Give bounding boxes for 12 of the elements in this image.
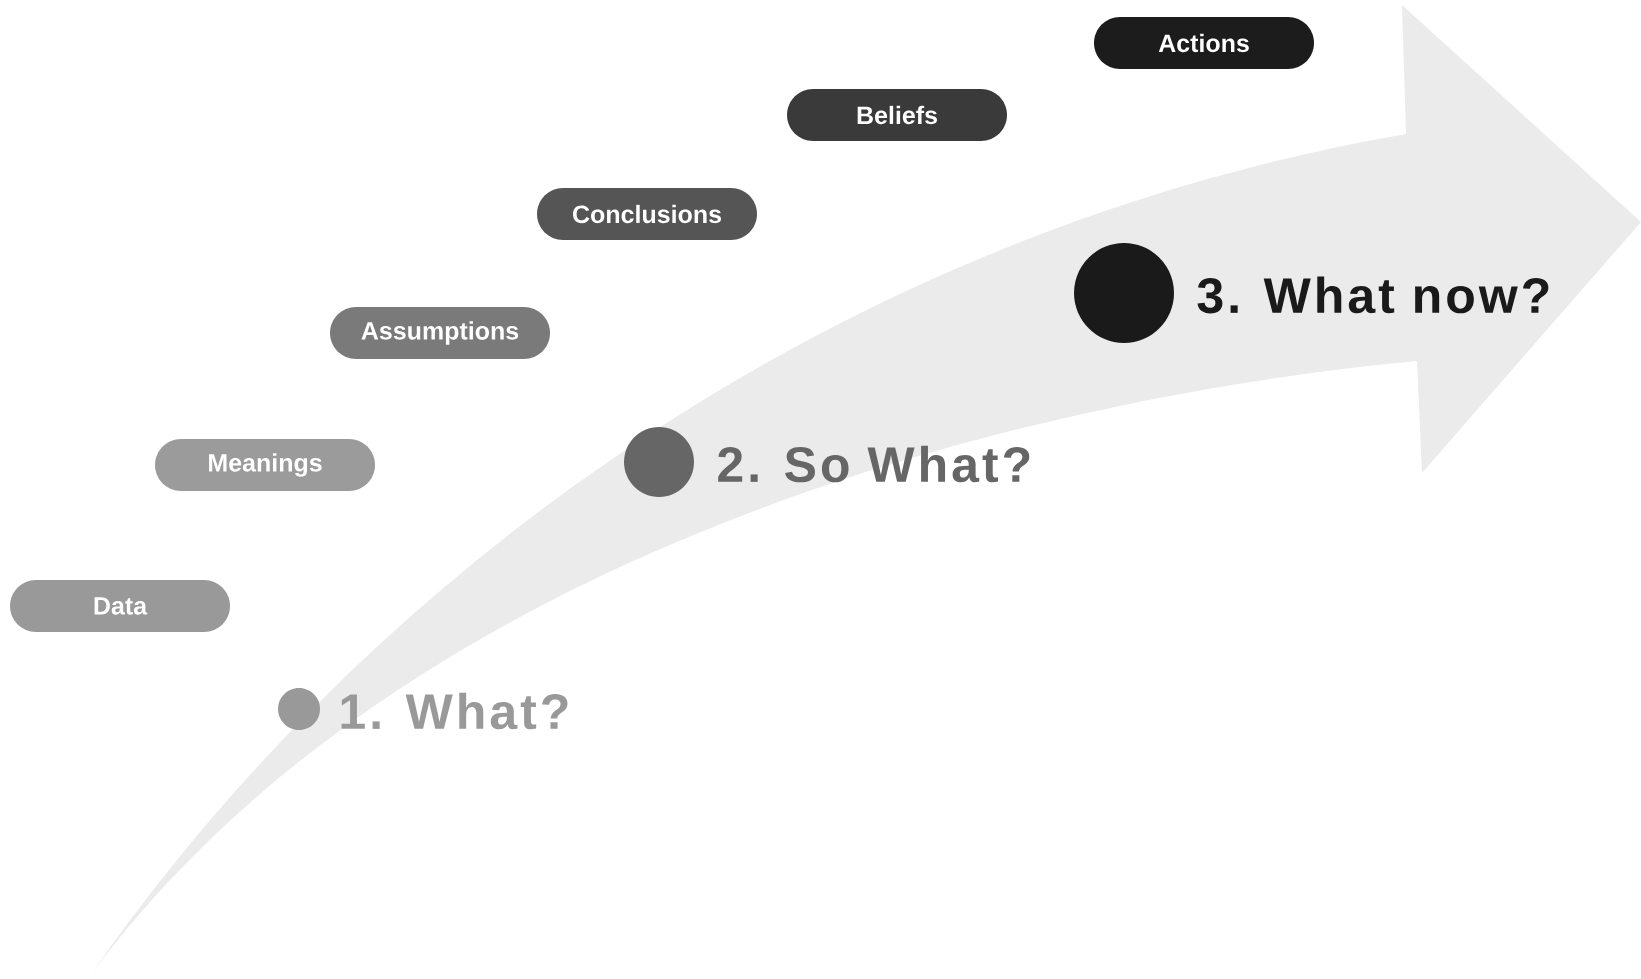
circle-marker <box>624 427 694 497</box>
circle-marker <box>1074 243 1174 343</box>
pill-box: Data <box>10 580 230 632</box>
stage-label: 2. So What? <box>718 445 1030 483</box>
pill-box: Beliefs <box>787 89 1007 141</box>
pill-box: Actions <box>1094 17 1314 69</box>
pill-box: Assumptions <box>330 307 550 359</box>
pill-box: Meanings <box>155 439 375 491</box>
circle-marker <box>278 688 320 730</box>
stage-label: 3. What now? <box>1197 276 1549 314</box>
pill-box: Conclusions <box>537 188 757 240</box>
stage-label: 1. What? <box>341 692 568 730</box>
